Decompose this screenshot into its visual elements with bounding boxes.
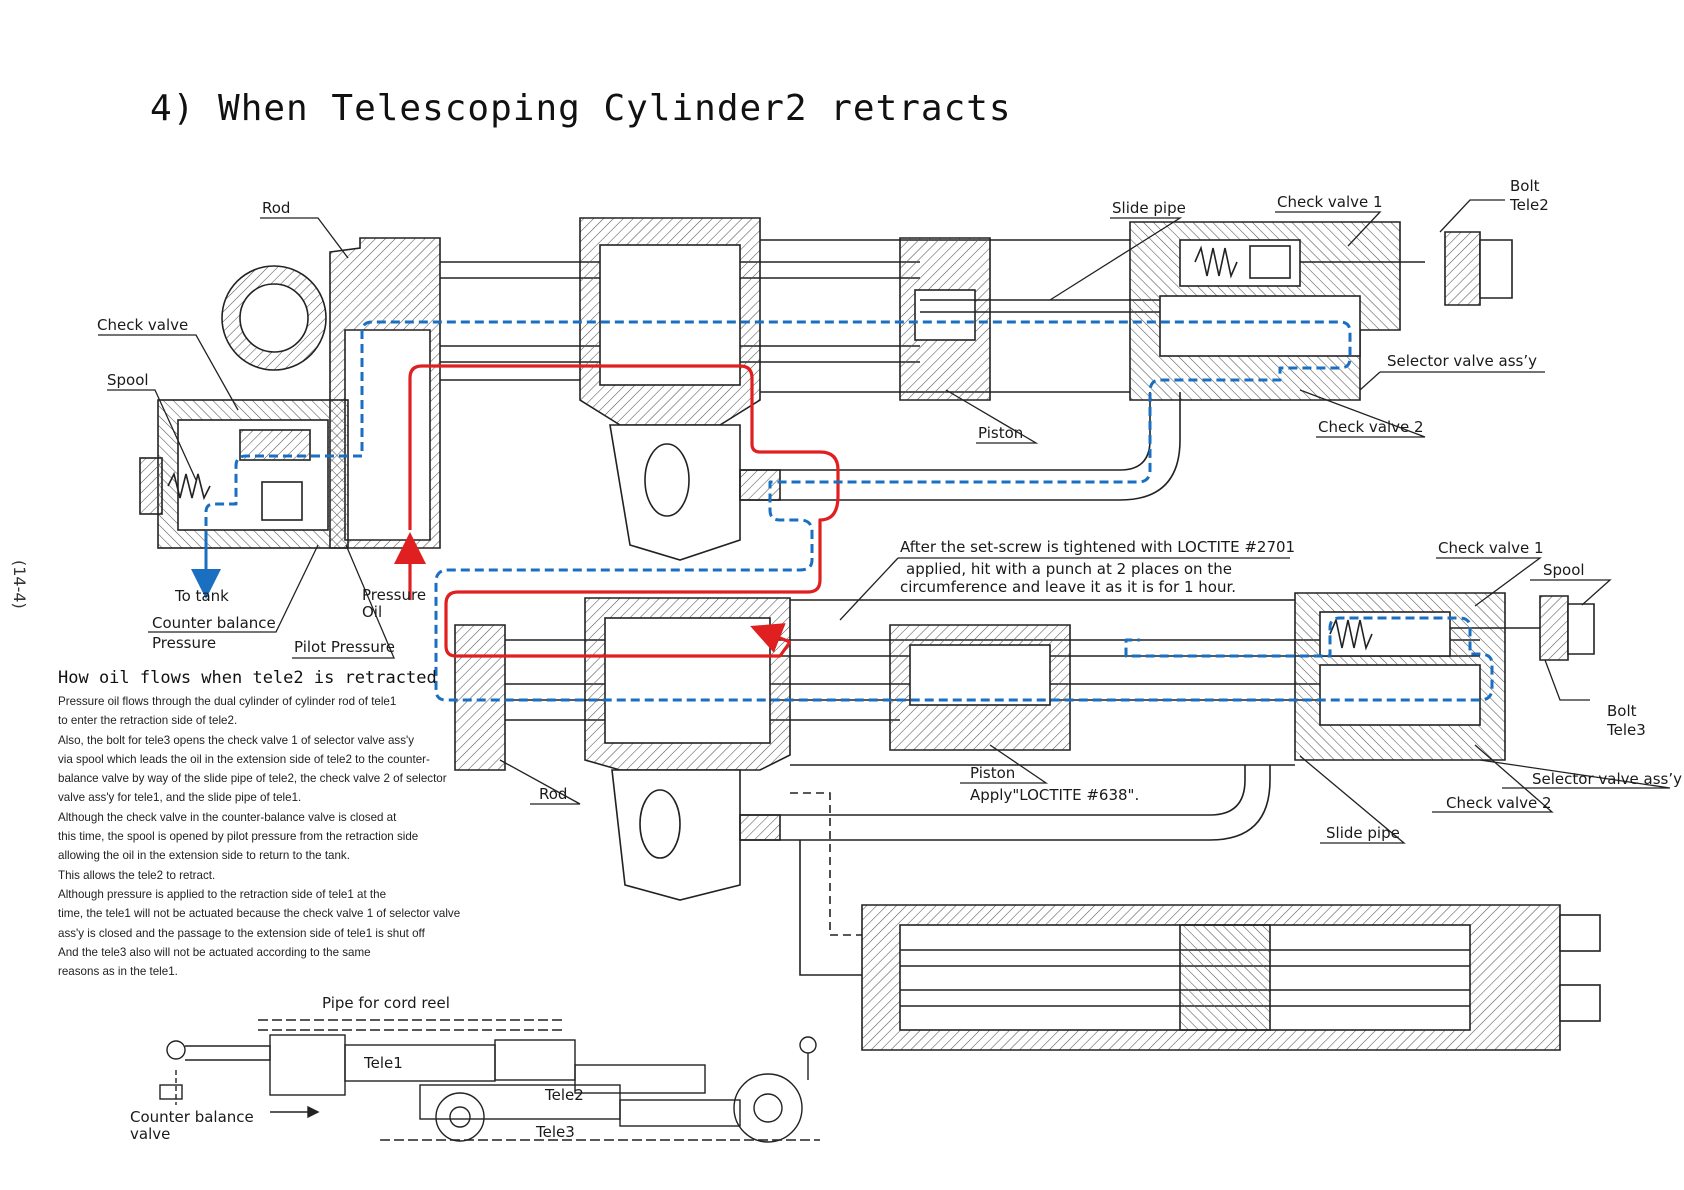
bottom-cylinder bbox=[790, 792, 1601, 1051]
top-cylinder bbox=[139, 217, 1513, 561]
label-pipe-for-cord-reel: Pipe for cord reel bbox=[322, 994, 450, 1012]
label-piston-top: Piston bbox=[978, 424, 1023, 442]
label-slide-pipe-mid: Slide pipe bbox=[1326, 824, 1400, 842]
label-tele1-small: Tele1 bbox=[363, 1054, 403, 1072]
label-counter-balance-valve-2: valve bbox=[130, 1125, 170, 1143]
label-pressure-2: Pressure bbox=[152, 634, 216, 652]
label-bolt-top: Bolt bbox=[1510, 177, 1540, 195]
overview-schematic bbox=[159, 1019, 820, 1143]
description-block: How oil flows when tele2 is retracted Pr… bbox=[58, 668, 478, 981]
label-check-valve1-top: Check valve 1 bbox=[1277, 193, 1383, 211]
label-spool-right: Spool bbox=[1543, 561, 1585, 579]
label-counter-balance: Counter balance bbox=[152, 614, 276, 632]
label-slide-pipe-top: Slide pipe bbox=[1112, 199, 1186, 217]
label-oil: Oil bbox=[362, 603, 382, 621]
label-loctite-note-2: applied, hit with a punch at 2 places on… bbox=[906, 560, 1232, 578]
label-loctite-note-1: After the set-screw is tightened with LO… bbox=[900, 538, 1295, 556]
label-tele2: Tele2 bbox=[1509, 196, 1549, 214]
label-tele3: Tele3 bbox=[1606, 721, 1646, 739]
label-spool-left: Spool bbox=[107, 371, 149, 389]
return-oil-path bbox=[191, 320, 1494, 702]
middle-cylinder bbox=[454, 592, 1595, 901]
label-pressure: Pressure bbox=[362, 586, 426, 604]
label-tele3-small: Tele3 bbox=[535, 1123, 575, 1141]
label-bolt-mid: Bolt bbox=[1607, 702, 1637, 720]
description-body: Pressure oil flows through the dual cyli… bbox=[58, 695, 461, 979]
label-check-valve1-mid: Check valve 1 bbox=[1438, 539, 1544, 557]
label-to-tank: To tank bbox=[174, 587, 229, 605]
page-number: (14-4) bbox=[10, 560, 29, 609]
label-pilot-pressure: Pilot Pressure bbox=[294, 638, 395, 656]
pressure-oil-path bbox=[394, 364, 840, 658]
label-selector-valve-mid: Selector valve ass’y bbox=[1532, 770, 1682, 788]
label-piston-mid: Piston bbox=[970, 764, 1015, 782]
page-title: 4) When Telescoping Cylinder2 retracts bbox=[150, 88, 1012, 129]
label-rod-top: Rod bbox=[262, 199, 290, 217]
label-rod-mid: Rod bbox=[539, 785, 567, 803]
description-heading: How oil flows when tele2 is retracted bbox=[58, 668, 437, 688]
label-check-valve: Check valve bbox=[97, 316, 188, 334]
label-check-valve2-mid: Check valve 2 bbox=[1446, 794, 1552, 812]
label-check-valve2-top: Check valve 2 bbox=[1318, 418, 1424, 436]
label-selector-valve-top: Selector valve ass’y bbox=[1387, 352, 1537, 370]
label-counter-balance-valve-1: Counter balance bbox=[130, 1108, 254, 1126]
label-loctite-note-3: circumference and leave it as it is for … bbox=[900, 578, 1236, 596]
label-tele2-small: Tele2 bbox=[544, 1086, 584, 1104]
label-apply-loctite: Apply"LOCTITE #638". bbox=[970, 786, 1139, 804]
leader-lines bbox=[98, 199, 1671, 844]
